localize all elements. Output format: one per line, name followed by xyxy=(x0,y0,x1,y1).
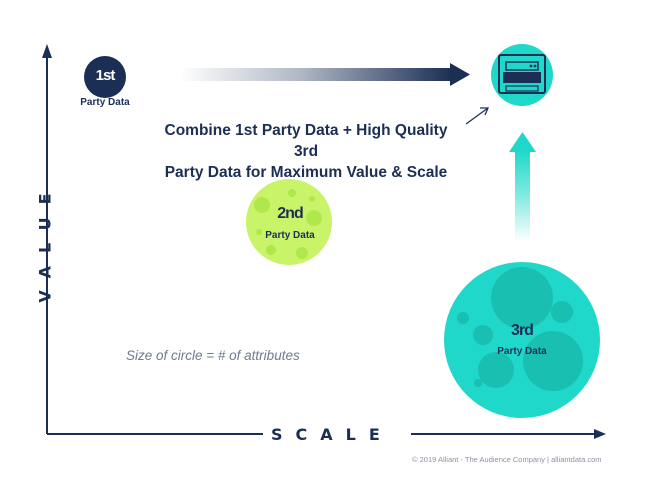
second-party-caption: Party Data xyxy=(265,230,315,241)
second-party-number: 2nd xyxy=(277,205,303,222)
scale-axis-title: SCALE xyxy=(263,425,411,444)
value-axis-title: VALUE xyxy=(35,180,55,303)
scale-arrow xyxy=(180,63,470,86)
value-arrow xyxy=(509,132,536,242)
size-legend-note: Size of circle = # of attributes xyxy=(126,348,300,363)
copyright-footer: © 2019 Alliant - The Audience Company | … xyxy=(412,455,602,464)
first-party-number: 1st xyxy=(95,67,116,84)
third-party-circle xyxy=(444,262,600,418)
server-stack-icon xyxy=(491,44,553,106)
value-axis xyxy=(42,44,52,434)
second-party-circle xyxy=(246,179,332,265)
headline-line-2: Party Data for Maximum Value & Scale xyxy=(164,164,448,181)
third-party-number: 3rd xyxy=(511,322,534,339)
first-party-circle xyxy=(84,56,126,98)
pointer-arrow xyxy=(465,107,489,125)
headline-line-1: Combine 1st Party Data + High Quality 3r… xyxy=(164,122,448,160)
headline: Combine 1st Party Data + High Quality 3r… xyxy=(156,120,456,183)
third-party-caption: Party Data xyxy=(497,346,547,357)
first-party-caption: Party Data xyxy=(80,97,130,108)
